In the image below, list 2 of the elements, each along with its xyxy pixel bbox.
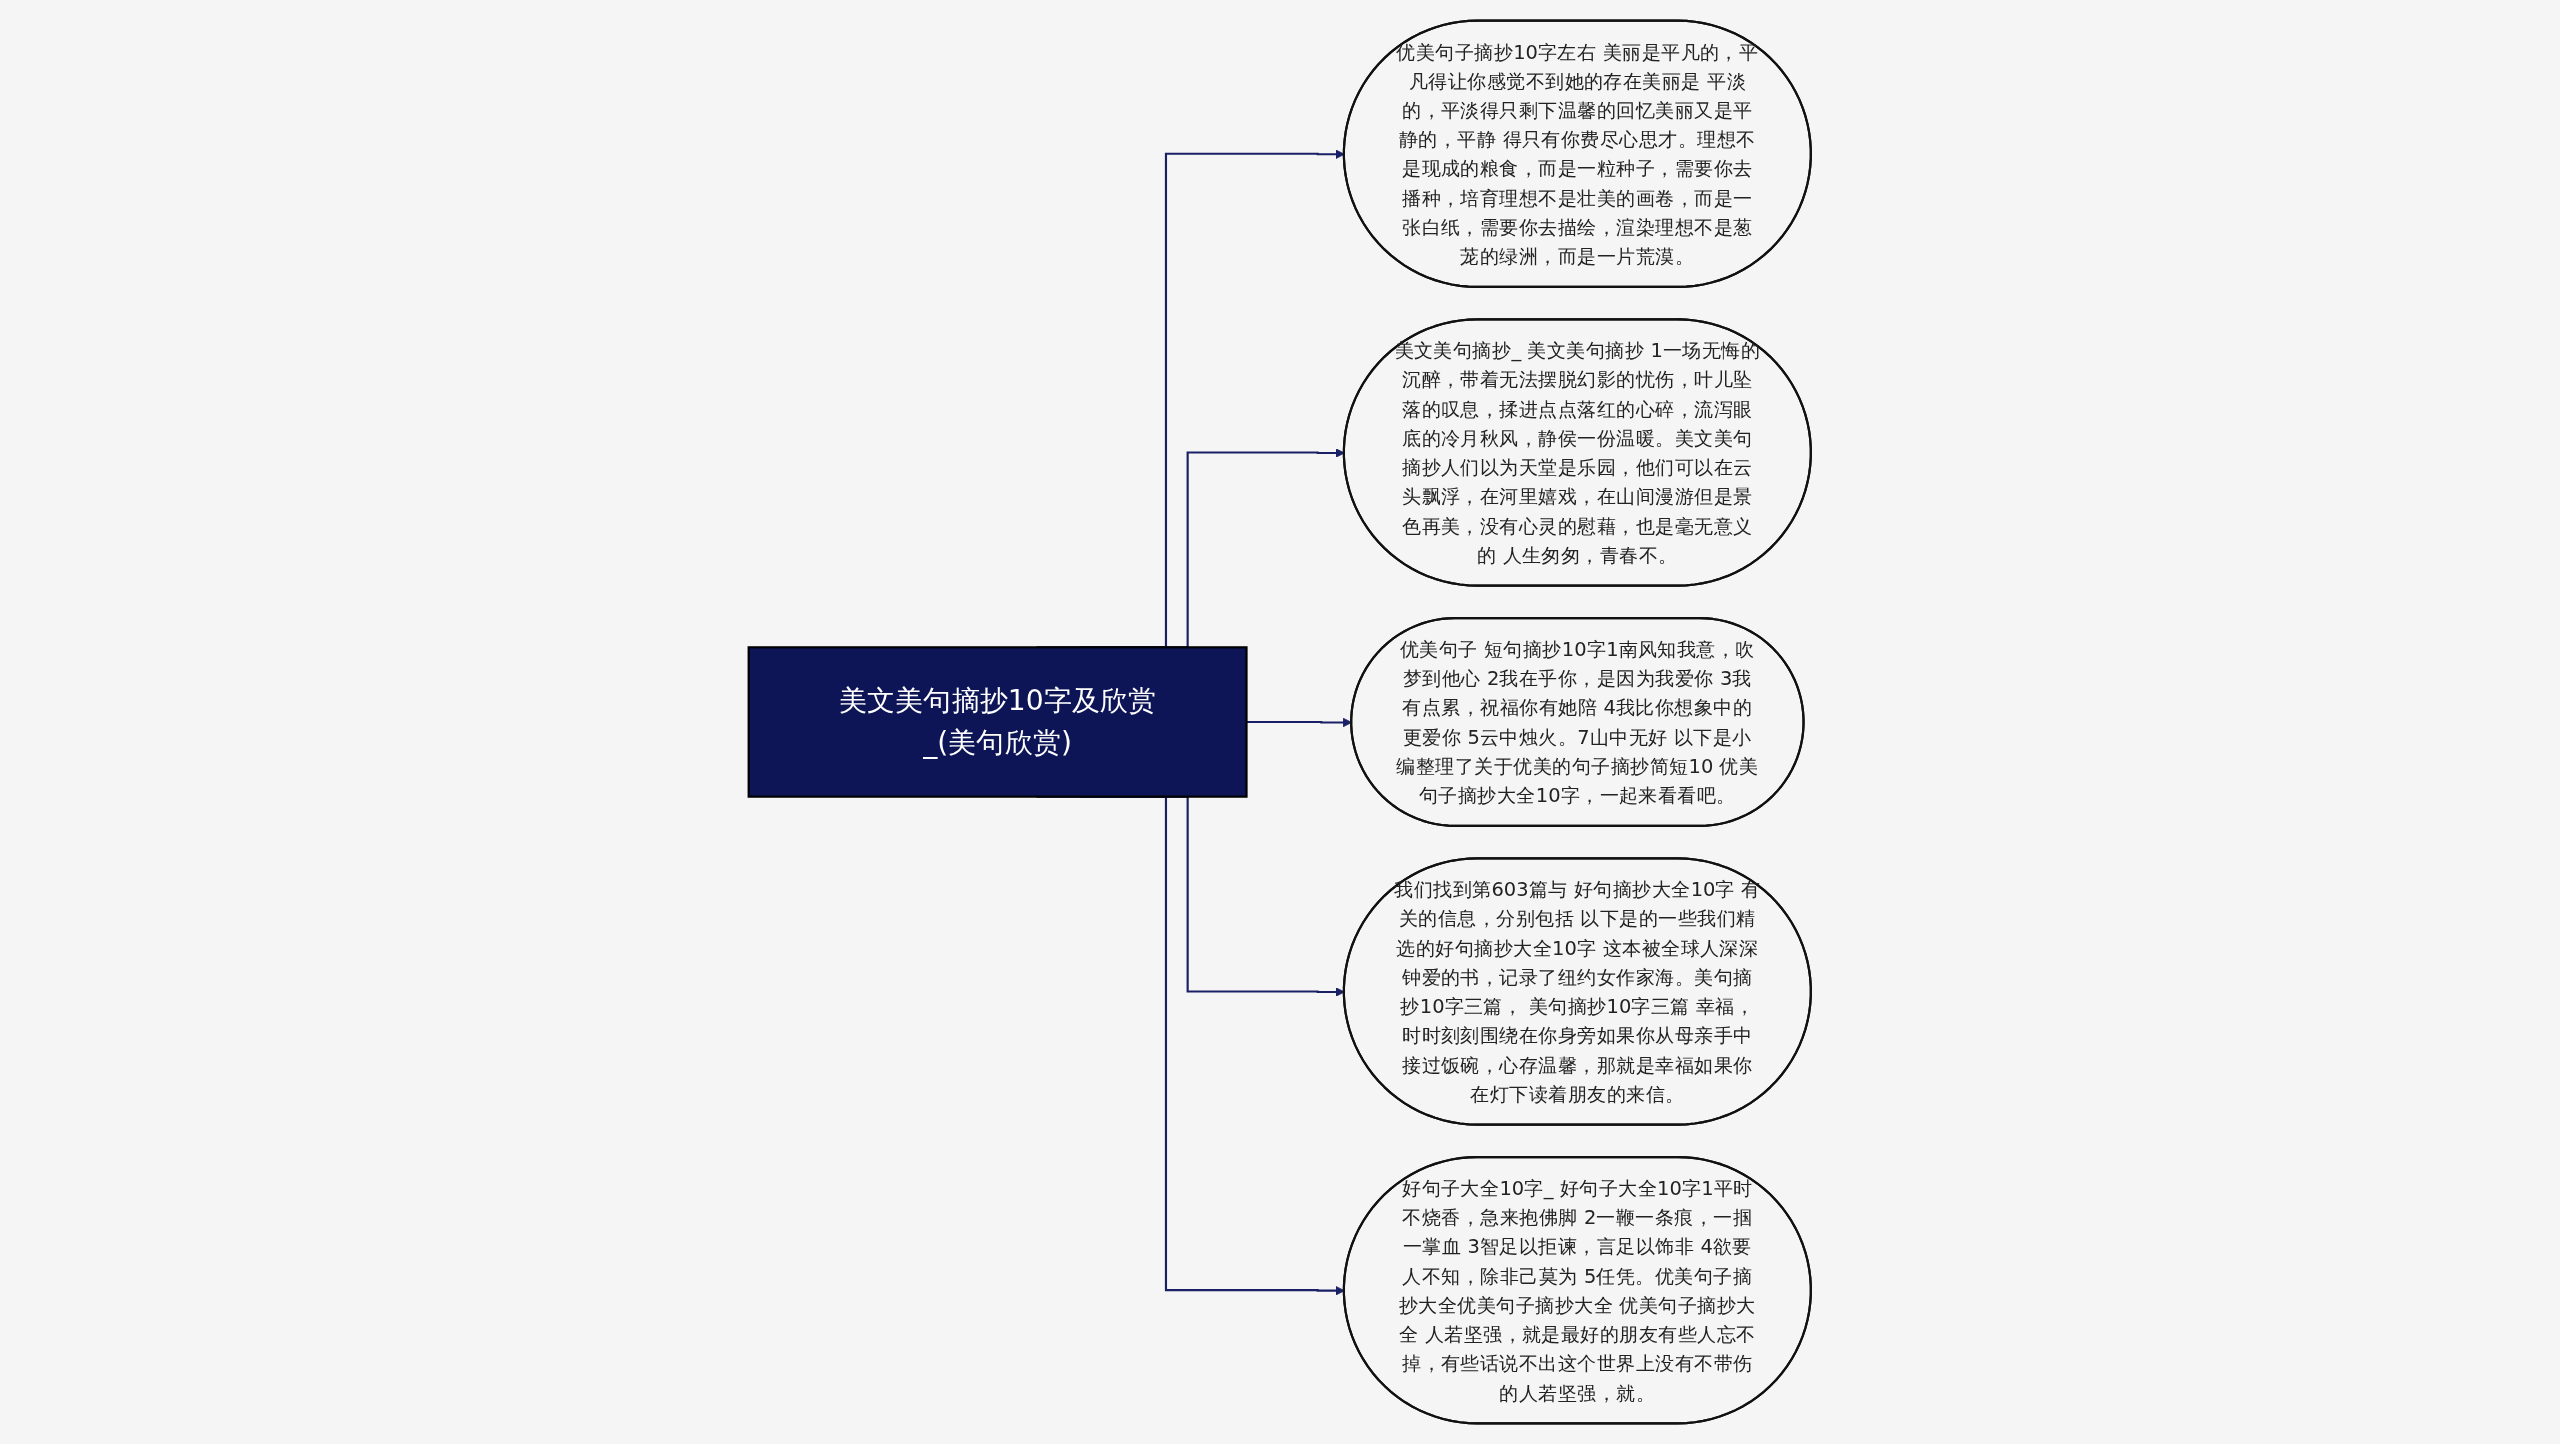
mind-map-diagram: 美文美句摘抄10字及欣赏_(美句欣赏) 优美句子摘抄10字左右 美丽是平凡的，平凡得让你感觉不到她的存在美丽是 平淡的，平淡得只剩下温馨的回忆美丽又是平静的，平静 得只有你费尽心思才。理想不是现成的粮食，而是一粒种子，需要你去播种，培育理想不是壮美的画卷，而是一张白纸，需要你去描绘，渲染理想不是葱茏的绿洲，而是一片荒漠。 美文美句摘抄_ 美文美句摘抄 1一场无悔的沉醉，带着无法摆脱幻影的忧伤，叶儿坠落的叹息，揉进点点落红的心碎，流泻眼底的冷月秋风，静侯一份温暖。美文美句摘抄人们以为天堂是乐园，他们可以在云头飘浮，在河里嬉戏，在山间漫游但是景色再美，没有心灵的慰藉，也是毫无意义的 人生匆匆，青春不。 优美句子 短句摘抄10字1南风知我意，吹梦到他心 2我在乎你，是因为我爱你 3我有点累，祝福你有她陪 4我比你想象中的更爱你 5云中烛火。7山中无好 以下是小编整理了关于优美的句子摘抄简短10 优美句子摘抄大全10字，一起来看看吧。 我们找到第603篇与 好句摘抄大全10字 有关的信息，分别包括 以下是的一些我们精选的好句摘抄大全10字 这本被全球人深深钟爱的书，记录了纽约女作家海。美句摘抄10字三篇， 美句摘抄10字三篇 幸福，时时刻刻围绕在你身旁如果你从母亲手中接过饭碗，心存温馨，那就是幸福如果你在灯下读着朋友的来信。 好句子大全10字_ 好句子大全10字1平时不烧香，急来抱佛脚 2一鞭一条痕，一掴一掌血 3智足以拒谏，言足以饰非 4欲要人不知，除非己莫为 5任凭。优美句子摘抄大全优美句子摘抄大全 优美句子摘抄大全 人若坚强，就是最好的朋友有些人忘不掉，有些话说不出这个世界上没有不带伤的人若坚强，就。 xyxy=(740,12,1820,1432)
node-box xyxy=(747,646,1248,798)
